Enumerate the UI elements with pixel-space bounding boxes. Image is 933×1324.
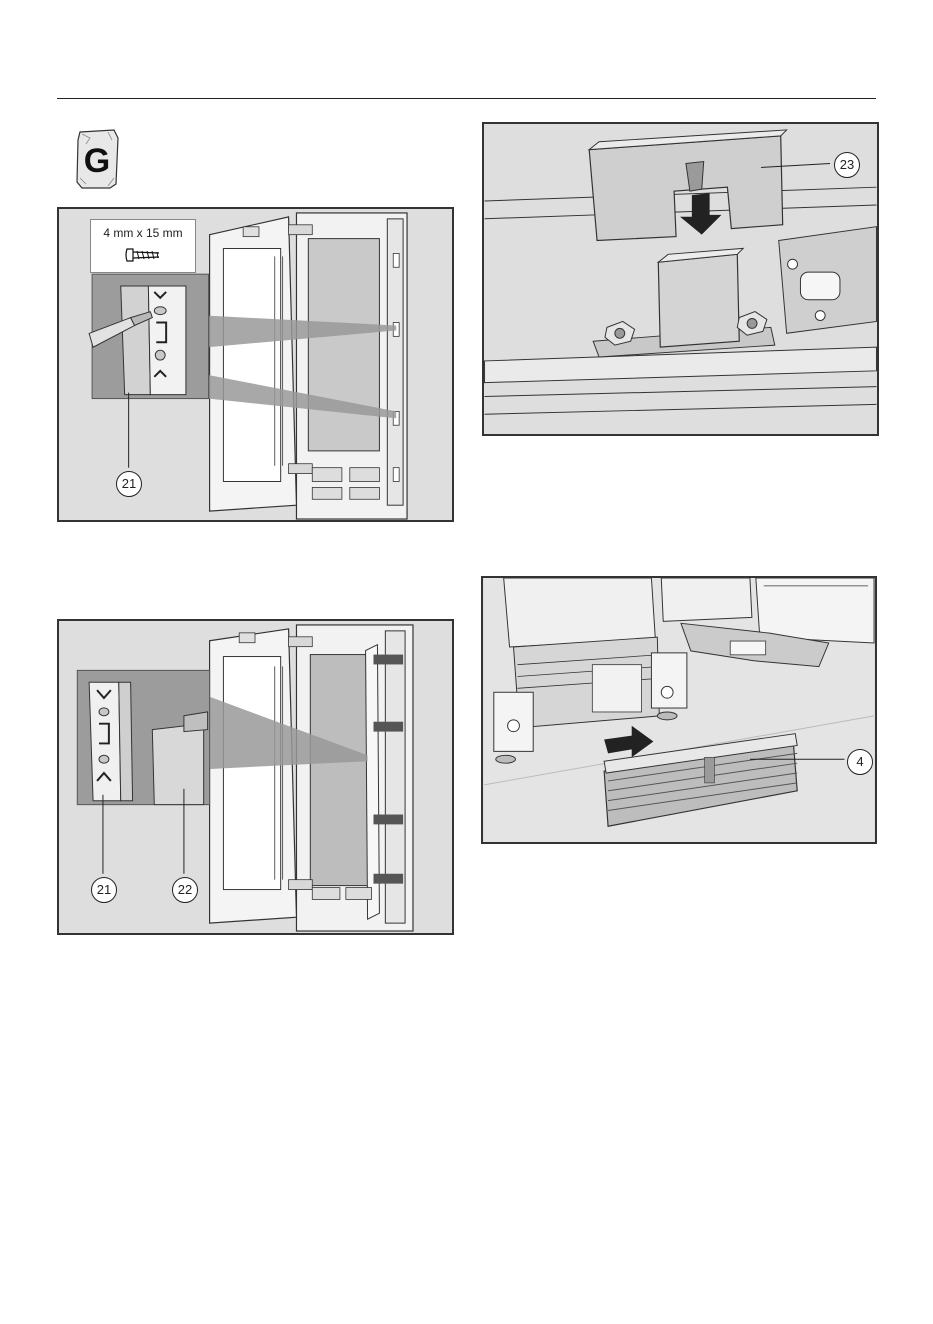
callout-21: 21 xyxy=(91,877,117,903)
figure-4-plinth-grille: 4 xyxy=(481,576,877,844)
callout-23: 23 xyxy=(834,152,860,178)
header-rule xyxy=(57,98,876,99)
screw-icon xyxy=(125,246,165,264)
kit-letter: G xyxy=(74,142,120,181)
callout-4: 4 xyxy=(847,749,873,775)
screw-size-label: 4 mm x 15 mm xyxy=(90,219,196,273)
figure-2-trim-strip: 21 22 xyxy=(57,619,454,935)
screw-size-text: 4 mm x 15 mm xyxy=(91,226,195,240)
hardware-bag-icon: G xyxy=(74,128,120,190)
figure-3-cover-cap: 23 xyxy=(482,122,879,436)
callout-22: 22 xyxy=(172,877,198,903)
callout-21: 21 xyxy=(116,471,142,497)
